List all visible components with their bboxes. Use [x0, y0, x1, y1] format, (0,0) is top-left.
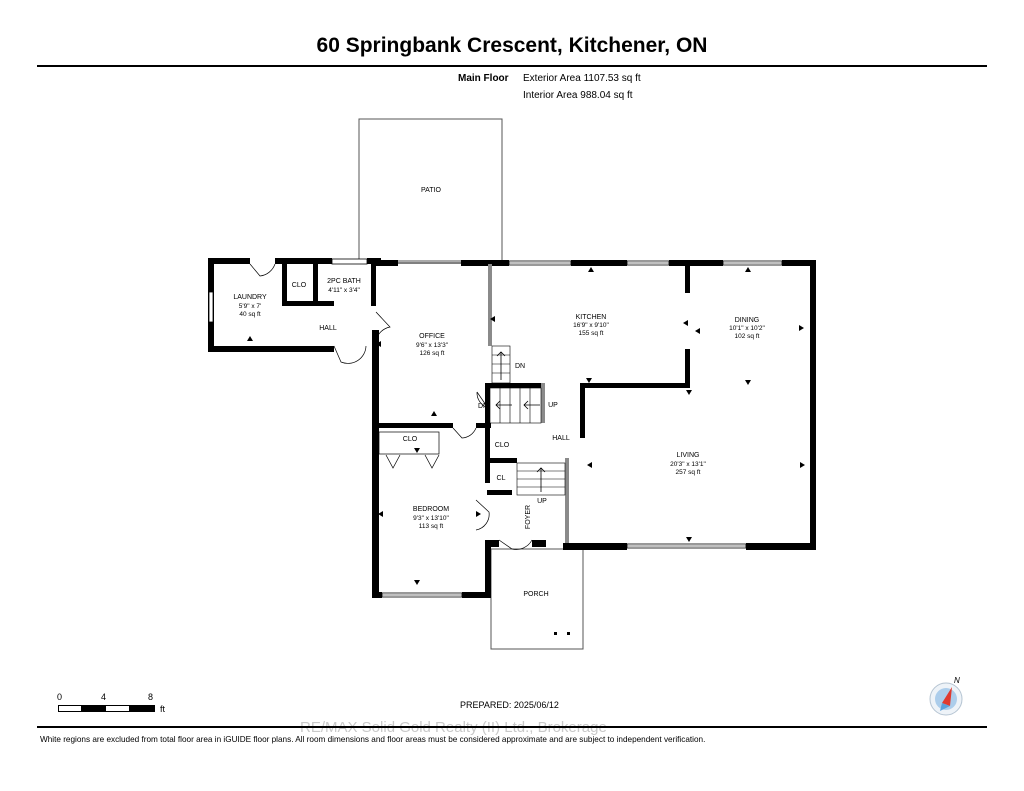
scale-segment — [105, 705, 131, 712]
coat-closet-label: CL — [497, 475, 506, 482]
foyer-label: FOYER — [525, 505, 532, 529]
dining-area: 102 sq ft — [735, 333, 760, 340]
scale-segment — [58, 705, 83, 712]
laundry-dimensions: 5'9" x 7' — [239, 303, 262, 310]
disclaimer-text: White regions are excluded from total fl… — [40, 735, 706, 744]
hall-label: HALL — [319, 325, 337, 332]
porch-light — [567, 632, 570, 635]
exterior-area: Exterior Area 1107.53 sq ft — [523, 73, 641, 84]
hall-label: HALL — [552, 435, 570, 442]
floor-label: Main Floor — [458, 73, 509, 84]
north-compass: N — [926, 674, 966, 718]
footer-divider — [37, 726, 987, 728]
bedroom-label: BEDROOM — [413, 506, 449, 513]
bedroom-area: 113 sq ft — [419, 523, 444, 530]
kitchen-label: KITCHEN — [576, 314, 607, 321]
scale-unit: ft — [160, 704, 166, 714]
laundry-area: 40 sq ft — [239, 311, 261, 318]
interior-area: Interior Area 988.04 sq ft — [523, 90, 633, 101]
scale-four: 4 — [101, 692, 107, 702]
stair-rails — [488, 264, 569, 543]
porch-outline — [490, 548, 584, 650]
north-label: N — [954, 676, 960, 685]
bath-label: 2PC BATH — [327, 278, 361, 285]
property-title: 60 Springbank Crescent, Kitchener, ON — [316, 34, 708, 57]
door-swings — [249, 263, 533, 550]
header-divider — [37, 65, 987, 67]
closet-label: CLO — [292, 282, 307, 289]
dining-dimensions: 10'1" x 10'2" — [729, 325, 765, 332]
walls — [208, 258, 816, 598]
laundry-label: LAUNDRY — [233, 294, 267, 301]
living-label: LIVING — [677, 452, 700, 459]
kitchen-area: 155 sq ft — [579, 330, 604, 337]
scale-segment — [81, 705, 107, 712]
scale-eight: 8 — [148, 692, 154, 702]
stair-up-label: UP — [537, 498, 547, 505]
window-panes — [382, 262, 782, 596]
office-label: OFFICE — [419, 333, 445, 340]
porch-label: PORCH — [523, 591, 548, 598]
living-area: 257 sq ft — [676, 469, 701, 476]
bedroom-closet-label: CLO — [403, 436, 418, 443]
porch-light — [554, 632, 557, 635]
living-dimensions: 20'3" x 13'1" — [670, 461, 706, 468]
stair-up-label: UP — [548, 402, 558, 409]
bath-dimensions: 4'11" x 3'4" — [328, 287, 360, 294]
office-dimensions: 9'6" x 13'3" — [416, 342, 449, 349]
dimension-marks — [247, 267, 805, 585]
hall-closet-label: CLO — [495, 442, 510, 449]
scale-zero: 0 — [57, 692, 63, 702]
stair-down-label: DN — [515, 363, 525, 370]
scale-segment — [129, 705, 155, 712]
patio-label: PATIO — [421, 187, 442, 194]
stair-down-label: DN — [478, 403, 488, 410]
brokerage-watermark: RE/MAX Solid Gold Realty (II) Ltd., Brok… — [300, 719, 607, 736]
scale-bar: 0 4 8 ft — [56, 692, 176, 716]
office-area: 126 sq ft — [420, 350, 445, 357]
prepared-date: PREPARED: 2025/06/12 — [460, 700, 559, 710]
dining-label: DINING — [735, 317, 760, 324]
stair-arrows — [495, 351, 546, 492]
bedroom-dimensions: 9'3" x 13'10" — [413, 515, 449, 522]
patio-outline — [358, 118, 503, 262]
compass-icon: N — [929, 676, 963, 716]
bedroom-closet — [378, 431, 440, 455]
kitchen-dimensions: 16'9" x 9'10" — [573, 322, 609, 329]
